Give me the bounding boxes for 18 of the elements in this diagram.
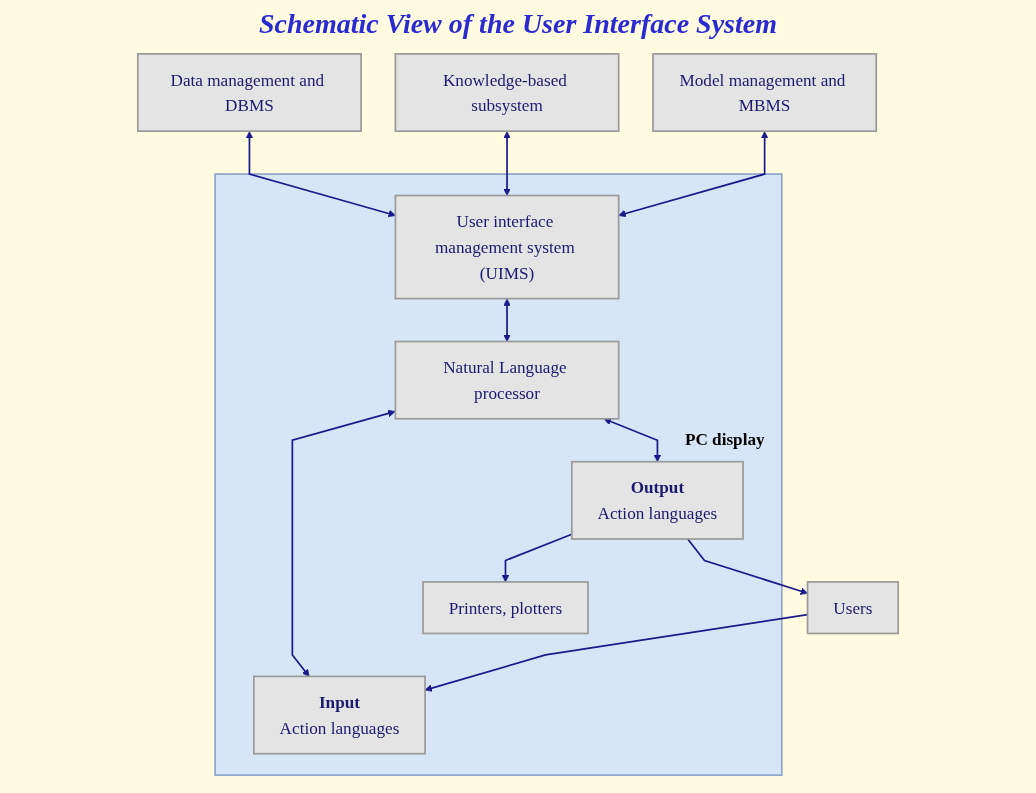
node-box: Output Action languages — [570, 460, 744, 540]
arrow — [245, 130, 396, 217]
node-box: User interface management system (UIMS) — [394, 194, 620, 299]
node-box: Data management and DBMS — [136, 52, 362, 132]
node-box: Printers, plotters — [422, 580, 589, 634]
diagram-title: Schematic View of the User Interface System — [258, 8, 778, 40]
arrow — [501, 532, 573, 582]
node-box: Input Action languages — [253, 675, 426, 754]
arrow — [503, 130, 511, 196]
arrow — [503, 298, 511, 342]
node-box: Natural Language processor — [394, 340, 620, 420]
arrow — [686, 537, 808, 595]
arrow — [603, 417, 662, 462]
arrow — [618, 130, 769, 217]
node-box: Model management and MBMS — [652, 52, 878, 132]
arrow — [291, 409, 396, 677]
node-box: Knowledge-based subsystem — [394, 52, 620, 132]
node-box: Users — [806, 580, 900, 634]
